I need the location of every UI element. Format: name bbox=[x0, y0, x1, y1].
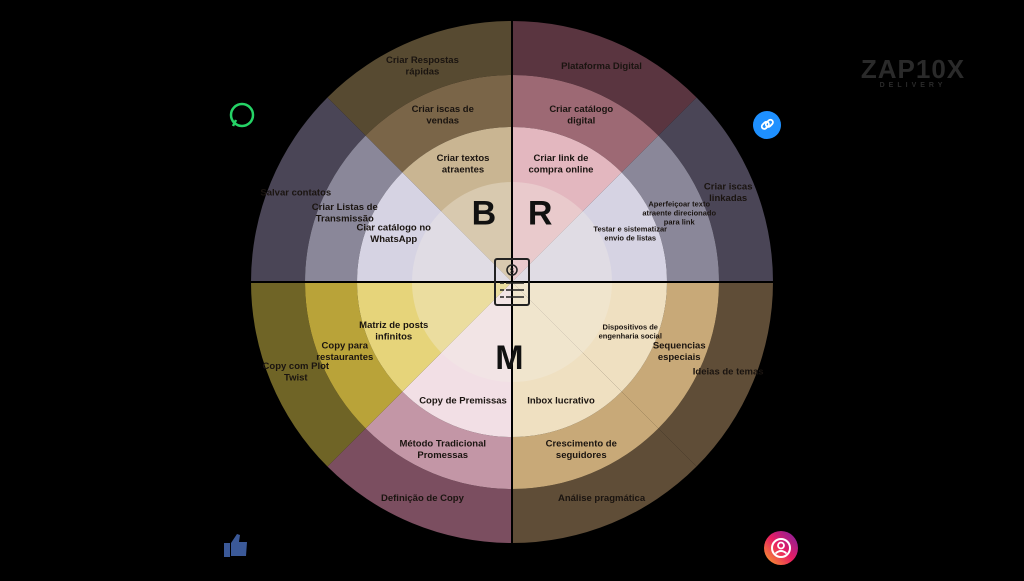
label-bottom_right-2: Inbox lucrativo bbox=[527, 395, 595, 406]
wheel-inner-segment-left_upper bbox=[357, 172, 512, 282]
wheel-middle-segment-left_lower bbox=[305, 282, 403, 429]
wheel-outer-segment-bottom_left bbox=[327, 428, 512, 543]
label-left_upper-0: Salvar contatos bbox=[260, 187, 331, 198]
wheel-outer-segment-left_upper bbox=[251, 97, 366, 282]
wheel-middle-segment-right_lower bbox=[621, 282, 719, 429]
quadrant-letter-M: M bbox=[495, 339, 523, 377]
wheel-outer-segment-right_upper bbox=[658, 97, 773, 282]
quadrant-letter-B: B bbox=[472, 194, 497, 232]
wheel-middle-segment-right_upper bbox=[621, 135, 719, 282]
wheel-middle-segment-bottom_right bbox=[512, 391, 659, 489]
wheel-middle-segment-left_upper bbox=[305, 135, 403, 282]
label-top_right-0: Plataforma Digital bbox=[561, 61, 642, 72]
quadrant-letter-R: R bbox=[528, 194, 553, 232]
wheel-outer-segment-top_right bbox=[512, 21, 697, 136]
label-right_lower-0: Ideias de temas bbox=[693, 367, 764, 378]
wheel-inner-segment-right_lower bbox=[512, 282, 667, 392]
wheel-inner-segment-left_lower bbox=[357, 282, 512, 392]
wheel-outer-segment-bottom_right bbox=[512, 428, 697, 543]
whatsapp-icon bbox=[228, 101, 256, 129]
wheel-outer-segment-left_lower bbox=[251, 282, 366, 467]
wheel-inner-segment-bottom_left bbox=[402, 282, 512, 438]
instagram-icon bbox=[764, 531, 798, 565]
wheel-middle-segment-bottom_left bbox=[365, 391, 512, 489]
wheel-outer-segment-top_left bbox=[327, 21, 512, 136]
brand-name: ZAP10X bbox=[860, 54, 966, 84]
label-bottom_right-0: Análise pragmática bbox=[558, 493, 646, 504]
wheel-inner-segment-bottom_right bbox=[512, 282, 622, 437]
brand-subtitle: DELIVERY bbox=[879, 82, 947, 89]
facebook-like-icon bbox=[222, 531, 250, 559]
brand-logo: ZAP10X DELIVERY bbox=[858, 56, 968, 89]
checklist-document-icon: $ bbox=[494, 258, 530, 306]
wheel-outer-segment-right_lower bbox=[658, 282, 773, 467]
svg-text:$: $ bbox=[510, 268, 514, 275]
link-icon bbox=[753, 111, 781, 139]
wheel-inner-segment-top_left bbox=[402, 127, 512, 282]
wheel-inner-segment-top_right bbox=[512, 127, 622, 282]
label-bottom_left-0: Definição de Copy bbox=[381, 493, 465, 504]
label-bottom_left-2: Copy de Premissas bbox=[419, 395, 507, 406]
wheel-inner-segment-right_upper bbox=[512, 172, 667, 282]
wheel-middle-segment-top_right bbox=[512, 75, 659, 173]
wheel-middle-segment-top_left bbox=[365, 75, 512, 173]
